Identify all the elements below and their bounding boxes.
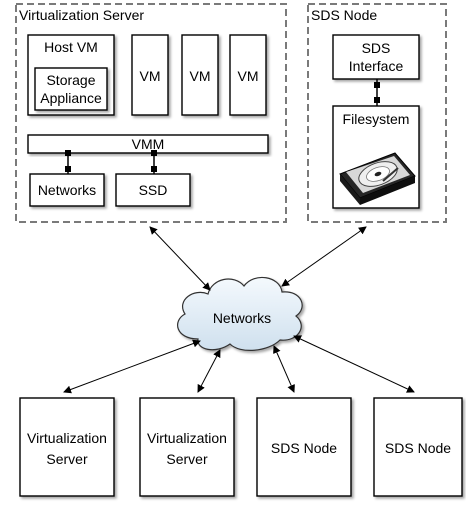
sds-node-title: SDS Node: [311, 7, 377, 23]
vm-label-3: VM: [238, 68, 259, 84]
sds-interface-label-1: SDS: [362, 40, 391, 56]
ssd-box: [115, 173, 191, 207]
connector-dot: [374, 97, 380, 103]
arrow-cloud-node3: [273, 345, 295, 393]
arrow-server-cloud: [149, 226, 211, 291]
connector-dot: [65, 150, 71, 156]
networks-cloud: Networks: [177, 276, 303, 351]
bottom-node1-label-1: Virtualization: [27, 430, 107, 446]
vmm-bar: [27, 134, 269, 154]
bottom-node1-label-2: Server: [46, 451, 88, 467]
sds-node-group: SDS Node SDS Interface Filesystem: [307, 3, 447, 223]
virtualization-server-boundary: [15, 3, 287, 223]
bottom-virtualization-server-2: [139, 397, 235, 497]
network-arrows: [63, 226, 415, 394]
arrow-sds-cloud: [281, 226, 367, 287]
vm-box-1: [131, 34, 169, 116]
networks-label: Networks: [38, 182, 96, 198]
networks-cloud-label: Networks: [213, 310, 271, 326]
virtualization-server-title: Virtualization Server: [19, 7, 144, 23]
storage-appliance-label-2: Appliance: [40, 90, 102, 106]
vmm-label: VMM: [132, 136, 165, 152]
sds-interface-box: [332, 34, 420, 80]
arrow-cloud-node1: [63, 339, 201, 394]
vm-box-3: [229, 34, 267, 116]
vm-label-2: VM: [190, 68, 211, 84]
storage-appliance-label-1: Storage: [46, 72, 95, 88]
bottom-sds-node-2: [373, 397, 463, 497]
ssd-label: SSD: [139, 182, 168, 198]
bottom-node4-label: SDS Node: [385, 440, 451, 456]
arrow-cloud-node2: [197, 349, 221, 393]
vm-label-1: VM: [140, 68, 161, 84]
filesystem-label: Filesystem: [343, 111, 410, 127]
bottom-node2-label-2: Server: [166, 451, 208, 467]
arrow-cloud-node4: [293, 335, 415, 393]
sds-node-boundary: [307, 3, 447, 223]
hard-drive-icon: [339, 152, 416, 205]
sds-interface-label-2: Interface: [349, 58, 404, 74]
bottom-node3-label: SDS Node: [271, 440, 337, 456]
bottom-sds-node-1: [256, 397, 352, 497]
connector-dot: [65, 166, 71, 172]
bottom-node2-label-1: Virtualization: [147, 430, 227, 446]
connector-dot: [151, 166, 157, 172]
bottom-nodes: Virtualization Server Virtualization Ser…: [19, 397, 463, 497]
connector-dot: [374, 82, 380, 88]
virtualization-server-group: Virtualization Server Host VM Storage Ap…: [15, 3, 287, 223]
connector-dot: [151, 150, 157, 156]
bottom-virtualization-server-1: [19, 397, 115, 497]
vm-box-2: [181, 34, 219, 116]
networks-box: [29, 173, 105, 207]
storage-appliance-box: [34, 67, 108, 111]
host-vm-label: Host VM: [44, 39, 98, 55]
